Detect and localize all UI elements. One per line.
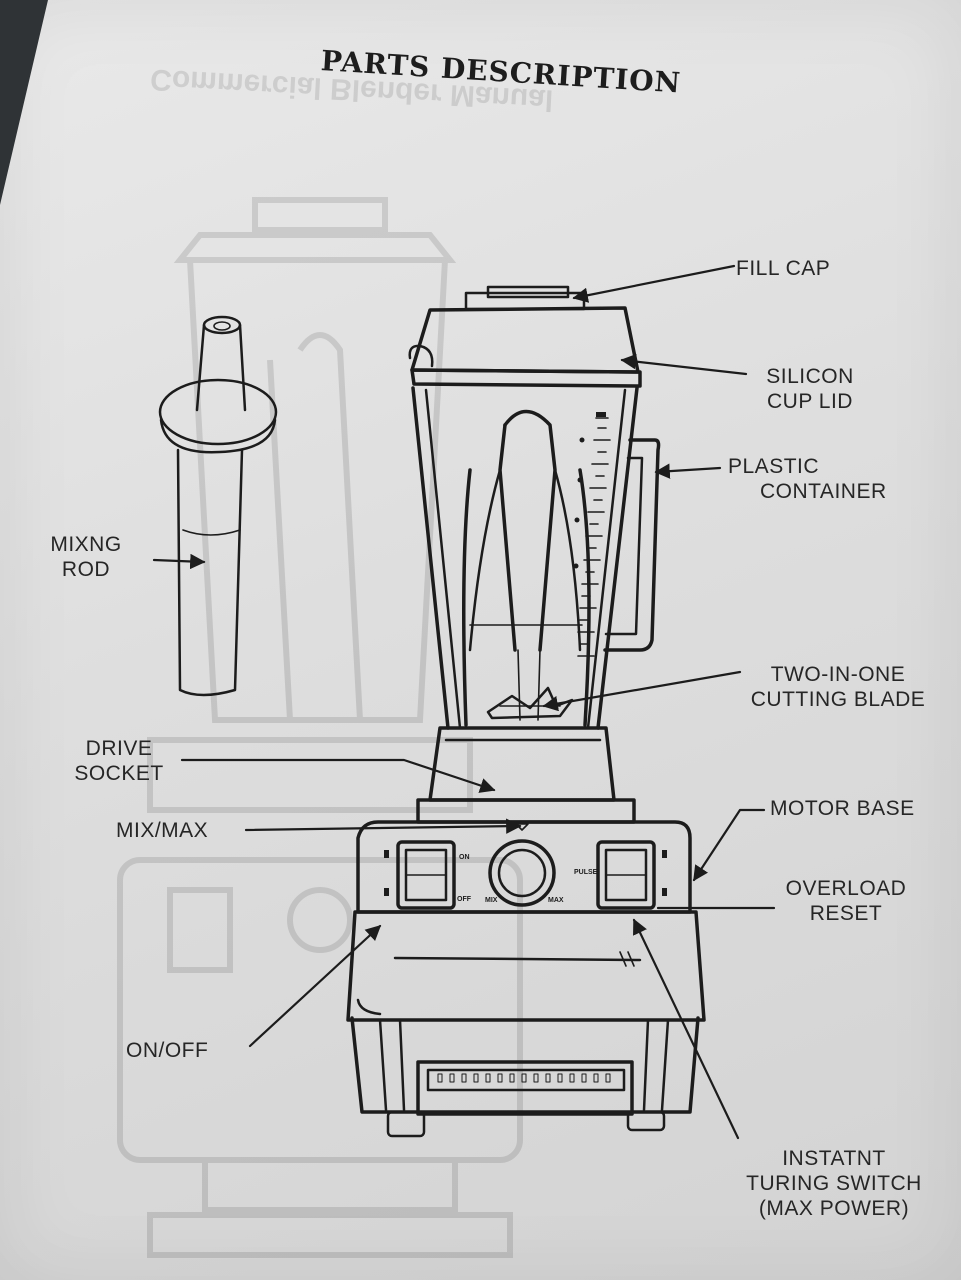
panel-mark-mix: MIX — [485, 897, 498, 904]
label-silicon-cup-lid: SILICON CUP LID — [766, 365, 854, 413]
plastic-container-drawing — [411, 386, 661, 730]
motor-base-drawing — [346, 820, 706, 1138]
label-plastic-container: PLASTIC CONTAINER — [728, 455, 887, 503]
label-overload-reset: OVERLOAD RESET — [785, 877, 907, 925]
leader-mix-max — [244, 818, 522, 834]
leader-lines — [152, 264, 776, 1140]
leader-on-off — [248, 924, 382, 1048]
label-drive-socket: DRIVE SOCKET — [74, 737, 164, 785]
label-fill-cap: FILL CAP — [736, 257, 831, 280]
control-panel-drawing: ON OFF MIX MAX PULSE — [384, 823, 667, 910]
label-instant-turning-switch: INSTATNT TURING SWITCH (MAX POWER) — [746, 1147, 922, 1220]
leader-drive-socket — [180, 758, 496, 793]
label-on-off: ON/OFF — [126, 1039, 209, 1062]
panel-mark-max: MAX — [548, 897, 564, 904]
leader-plastic-container — [654, 463, 722, 479]
drive-socket-drawing — [416, 726, 636, 824]
leader-instant-switch — [632, 918, 740, 1140]
mixing-rod-drawing — [158, 315, 278, 697]
leader-motor-base — [692, 808, 766, 882]
panel-mark-off: OFF — [457, 896, 472, 903]
label-mix-max: MIX/MAX — [116, 819, 209, 842]
leader-cutting-blade — [542, 670, 742, 712]
leader-fill-cap — [572, 264, 736, 303]
label-mixing-rod: MIXNG ROD — [50, 533, 122, 581]
label-two-in-one-cutting-blade: TWO-IN-ONE CUTTING BLADE — [750, 663, 926, 711]
panel-mark-pulse: PULSE — [574, 869, 598, 876]
fill-cap-drawing — [464, 285, 586, 311]
label-motor-base: MOTOR BASE — [770, 797, 915, 820]
leader-mixing-rod — [152, 553, 206, 570]
panel-mark-on: ON — [459, 854, 470, 861]
leader-silicon-cup-lid — [620, 353, 748, 376]
cup-lid-drawing — [408, 306, 642, 388]
